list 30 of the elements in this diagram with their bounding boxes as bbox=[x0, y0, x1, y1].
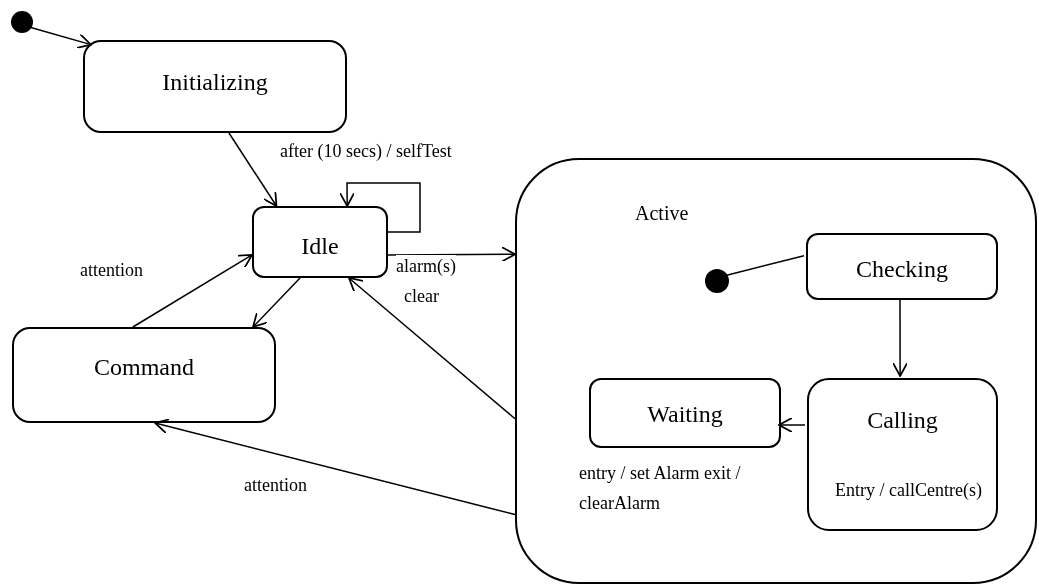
state-name: Initializing bbox=[161, 68, 269, 97]
state-box bbox=[12, 327, 276, 423]
transition-arrow bbox=[228, 132, 278, 207]
initial-state-dot bbox=[705, 269, 729, 293]
state-action: Entry / callCentre(s) bbox=[835, 479, 983, 502]
transition-arrow bbox=[387, 246, 516, 263]
state-box bbox=[807, 378, 998, 531]
transition-arrow bbox=[132, 254, 253, 328]
state-action: entry / set Alarm exit / clearAlarm bbox=[579, 462, 742, 515]
state-box bbox=[252, 206, 388, 278]
transition-arrow bbox=[30, 26, 92, 49]
edge-label: after (10 secs) / selfTest bbox=[280, 140, 452, 162]
state-name: Checking bbox=[855, 255, 949, 284]
transition-arrow bbox=[348, 277, 516, 420]
state-box bbox=[806, 233, 998, 300]
transition-arrow bbox=[892, 297, 908, 377]
edge-label: alarm(s) bbox=[396, 255, 456, 277]
composite-state bbox=[515, 158, 1037, 584]
transition-arrow bbox=[339, 182, 421, 233]
state-name: Active bbox=[635, 201, 689, 226]
state-name: Waiting bbox=[646, 400, 724, 429]
state-name: Calling bbox=[866, 406, 939, 435]
transition-arrow bbox=[154, 418, 516, 516]
state-box bbox=[589, 378, 781, 448]
state-name: Idle bbox=[300, 232, 340, 261]
transition-arrow bbox=[252, 277, 301, 328]
transition-arrow bbox=[778, 417, 806, 433]
initial-state-dot bbox=[11, 11, 33, 33]
state-name: Command bbox=[93, 353, 195, 382]
state-box bbox=[83, 40, 347, 133]
